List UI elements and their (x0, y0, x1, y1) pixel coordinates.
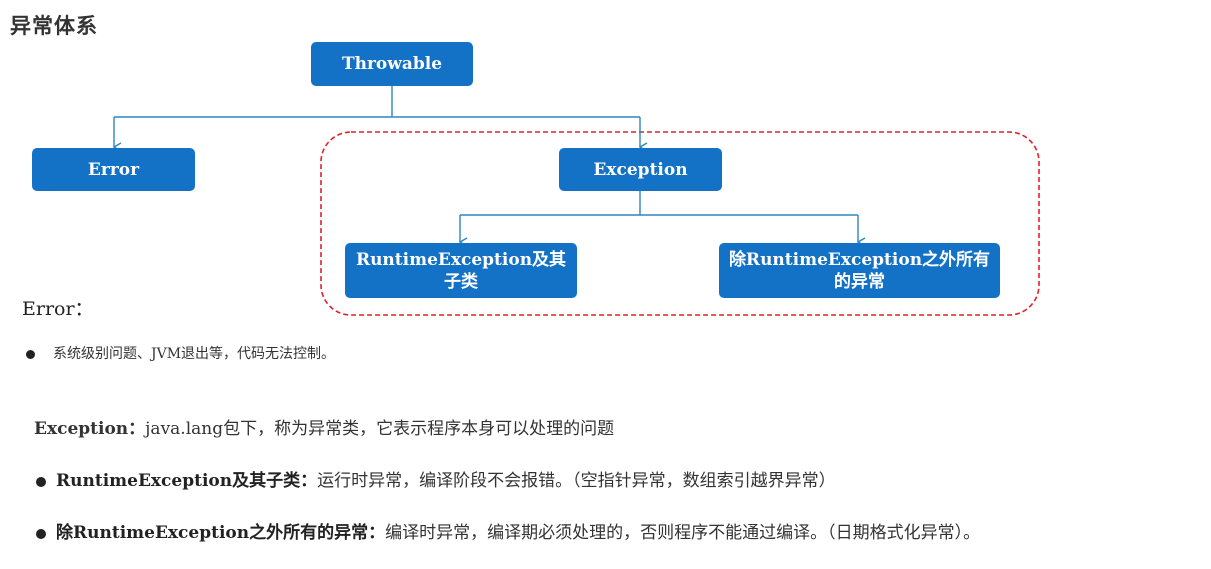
bullet-dot-icon (36, 476, 46, 487)
exception-description: Exception：java.lang包下，称为异常类，它表示程序本身可以处理的… (34, 414, 614, 439)
checked-exception-bullet: 除RuntimeException之外所有的异常：编译时异常，编译期必须处理的，… (36, 518, 980, 543)
runtime-exception-node: RuntimeException及其子类 (345, 243, 577, 298)
bullet-label: 除RuntimeException之外所有的异常： (56, 523, 386, 543)
throwable-node: Throwable (311, 42, 473, 86)
checked-exception-node: 除RuntimeException之外所有的异常 (719, 243, 1000, 298)
checked-exception-highlight-box (320, 131, 1040, 316)
bullet-text: 编译时异常，编译期必须处理的，否则程序不能通过编译。（日期格式化异常）。 (385, 523, 981, 543)
error-section-title: Error： (22, 298, 94, 320)
page-title: 异常体系 (10, 14, 98, 38)
exception-label: Exception： (34, 419, 146, 439)
bullet-dot-icon (26, 349, 35, 359)
exception-description-text: java.lang包下，称为异常类，它表示程序本身可以处理的问题 (145, 419, 615, 439)
runtime-exception-bullet: RuntimeException及其子类：运行时异常，编译阶段不会报错。（空指针… (36, 466, 836, 491)
bullet-label: RuntimeException及其子类： (56, 471, 318, 491)
connector-exception-to-children (460, 191, 858, 216)
error-bullet-text: 系统级别问题、JVM退出等，代码无法控制。 (53, 346, 336, 362)
connector-throwable-to-children (114, 86, 640, 118)
error-node: Error (32, 148, 195, 191)
exception-node: Exception (559, 148, 722, 191)
error-bullet: 系统级别问题、JVM退出等，代码无法控制。 (26, 343, 335, 363)
bullet-text: 运行时异常，编译阶段不会报错。（空指针异常，数组索引越界异常） (317, 471, 836, 491)
bullet-dot-icon (36, 528, 46, 539)
